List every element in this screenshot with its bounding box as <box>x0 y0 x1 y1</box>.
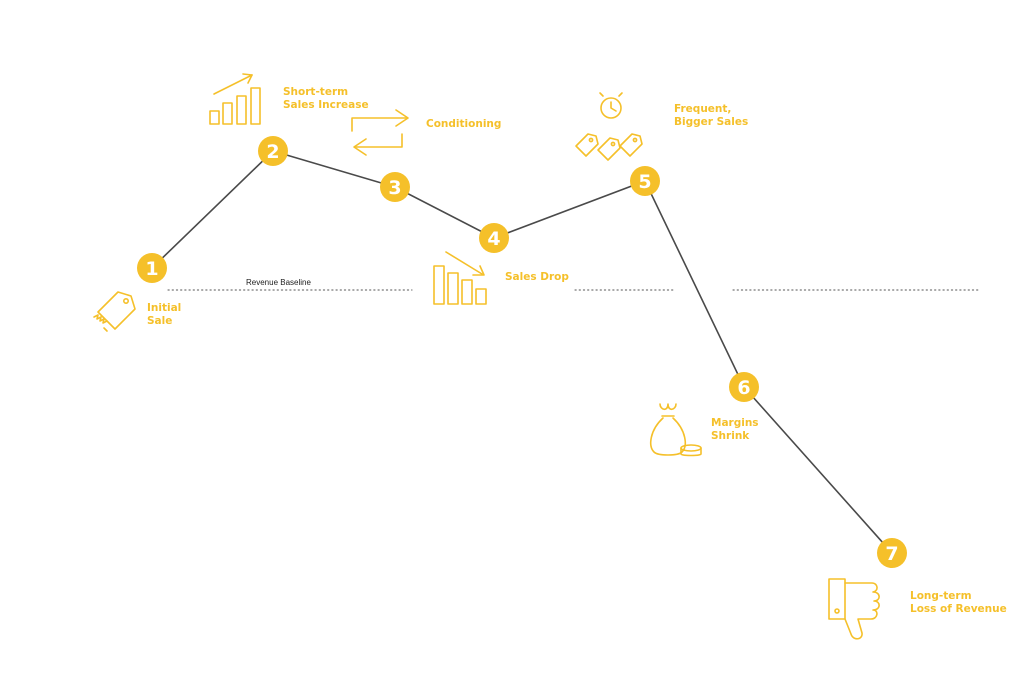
step-5: 5 Frequent,Bigger Sales <box>630 103 748 196</box>
step-7-number: 7 <box>885 543 898 565</box>
step-5-marker <box>630 166 660 196</box>
step-5-label-line-2: Bigger Sales <box>674 116 748 128</box>
clock-tags-icon <box>575 92 643 161</box>
revenue-baseline: Revenue Baseline <box>167 278 979 291</box>
step-3-label-line-1: Conditioning <box>426 118 501 130</box>
step-1-number: 1 <box>145 258 158 280</box>
step-3-marker <box>380 172 410 202</box>
step-2-label-line-2: Sales Increase <box>283 99 369 111</box>
step-7-label-line-2: Loss of Revenue <box>910 603 1007 615</box>
step-6-marker <box>729 372 759 402</box>
price-tag-icon <box>93 291 136 332</box>
step-3: 3 Conditioning <box>380 118 501 202</box>
step-1-marker <box>137 253 167 283</box>
step-2-number: 2 <box>266 141 279 163</box>
trend-line <box>151 150 893 554</box>
step-6-label-line-1: Margins <box>711 417 759 429</box>
step-2-marker <box>258 136 288 166</box>
falling-bar-chart-icon <box>433 251 487 305</box>
step-1-label-line-1: Initial <box>147 302 181 314</box>
money-bag-icon <box>649 403 702 457</box>
step-7-label-line-1: Long-term <box>910 590 972 602</box>
step-4-label-line-1: Sales Drop <box>505 271 569 283</box>
baseline-label: Revenue Baseline <box>246 278 311 287</box>
step-4-marker <box>479 223 509 253</box>
rising-bar-chart-icon <box>209 73 261 125</box>
step-5-label-line-1: Frequent, <box>674 103 731 115</box>
step-6-number: 6 <box>737 377 750 399</box>
cycle-arrows-icon <box>351 109 409 156</box>
step-7-marker <box>877 538 907 568</box>
step-6-label-line-2: Shrink <box>711 430 750 442</box>
step-5-number: 5 <box>638 171 651 193</box>
step-1-label-line-2: Sale <box>147 315 172 327</box>
thumbs-down-icon <box>828 578 880 640</box>
step-3-number: 3 <box>388 177 401 199</box>
step-4-number: 4 <box>487 228 500 250</box>
step-2-label-line-1: Short-term <box>283 86 348 98</box>
